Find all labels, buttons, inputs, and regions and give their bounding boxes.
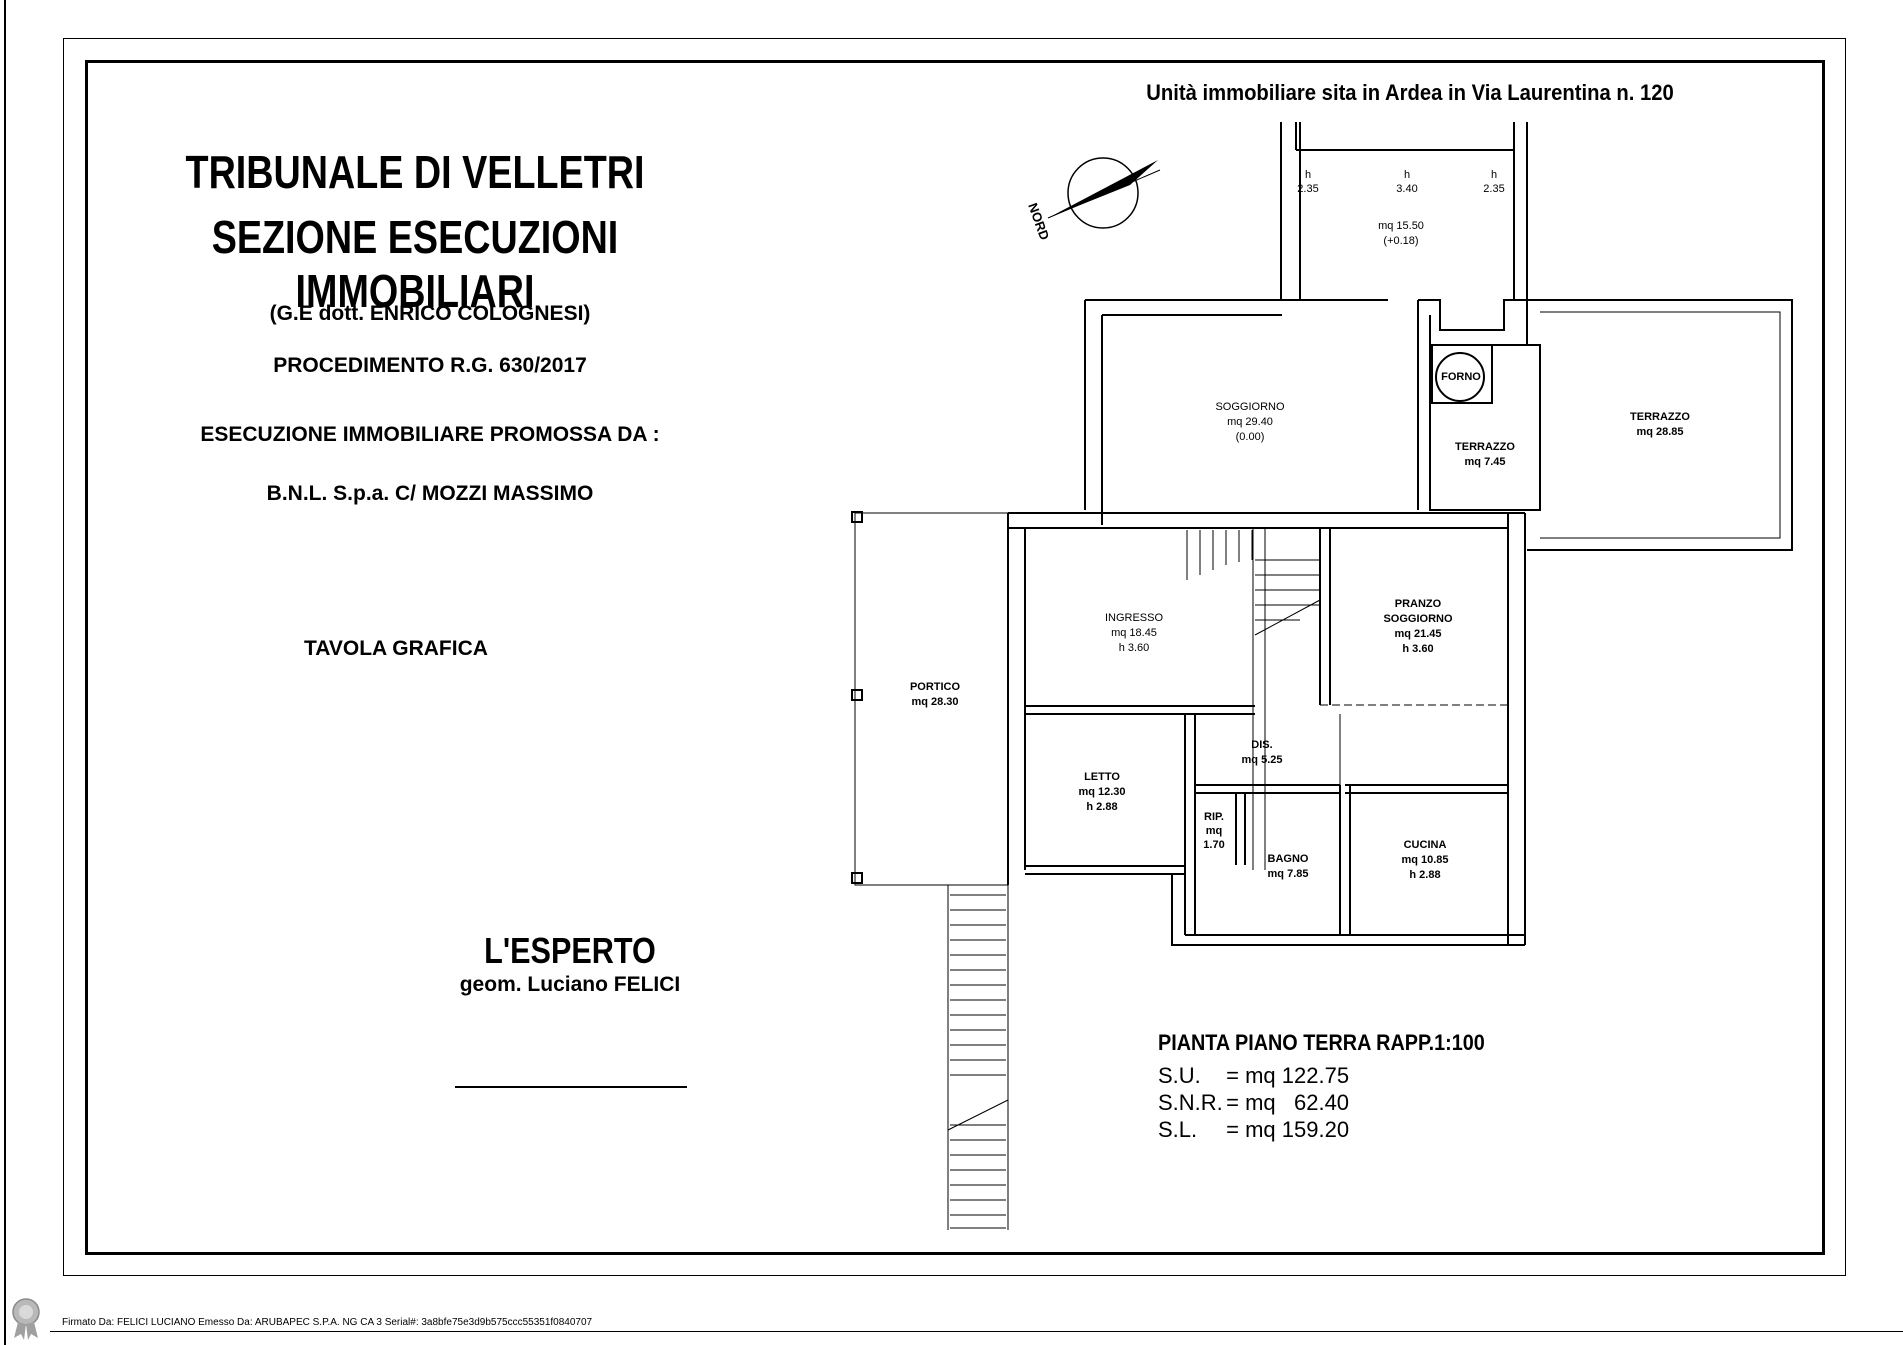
summary-snr: S.N.R. = mq 62.40 (1158, 1090, 1349, 1116)
plan-wall (1007, 513, 1026, 885)
terrazzo-large-area: mq 28.85 (1636, 426, 1683, 438)
letto-height: h 2.88 (1086, 801, 1117, 813)
summary-value: = mq 159.20 (1226, 1117, 1350, 1142)
plan-wall (1025, 865, 1185, 875)
summary-sl: S.L. = mq 159.20 (1158, 1117, 1349, 1143)
dis-area: mq 5.25 (1242, 754, 1283, 766)
pranzo-name-2: SOGGIORNO (1383, 613, 1453, 625)
plan-wall (1008, 512, 1525, 529)
court-title: TRIBUNALE DI VELLETRI (185, 146, 645, 198)
summary-label: S.U. (1158, 1063, 1201, 1088)
outer-frame (63, 38, 1846, 1276)
interior-stairs (1186, 530, 1321, 636)
rip-name: RIP. (1204, 811, 1224, 823)
cucina-height: h 2.88 (1409, 869, 1440, 881)
cucina-area: mq 10.85 (1401, 854, 1448, 866)
ingresso-name: INGRESSO (1105, 612, 1164, 624)
plan-wall (1345, 784, 1508, 794)
plan-wall (1280, 122, 1388, 301)
top-room-note: (+0.18) (1383, 235, 1418, 247)
summary-value: = mq 122.75 (1226, 1063, 1350, 1088)
column (851, 872, 863, 884)
portico-name: PORTICO (910, 681, 961, 693)
top-room-height-3: 2.35 (1483, 183, 1504, 195)
soggiorno-area: mq 29.40 (1227, 416, 1273, 428)
bagno-name: BAGNO (1268, 853, 1309, 865)
pranzo-name: PRANZO (1395, 598, 1442, 610)
plan-wall (1252, 528, 1266, 870)
procedure-line: PROCEDIMENTO R.G. 630/2017 (273, 354, 587, 377)
plan-wall (1184, 714, 1196, 935)
dis-name: DIS. (1251, 739, 1272, 751)
top-room-height-2: 3.40 (1396, 183, 1417, 195)
large-terrace (1527, 299, 1793, 551)
footer-line (50, 1331, 1903, 1332)
judge-line: (G.E dott. ENRICO COLOGNESI) (269, 302, 591, 325)
plan-wall (1025, 705, 1255, 715)
parties-line: B.N.L. S.p.a. C/ MOZZI MASSIMO (266, 482, 594, 505)
plan-wall (1195, 784, 1340, 794)
portico-area: mq 28.30 (911, 696, 958, 708)
ingresso-height: h 3.60 (1119, 642, 1150, 654)
property-address: Unità immobiliare sita in Ardea in Via L… (1146, 80, 1674, 105)
rip-area-1: mq (1206, 825, 1223, 837)
plan-wall (1417, 300, 1431, 510)
top-room-height-1: 2.35 (1297, 183, 1318, 195)
top-room-h2: h (1404, 169, 1410, 181)
summary-su: S.U. = mq 122.75 (1158, 1063, 1349, 1089)
soggiorno-note: (0.00) (1236, 431, 1265, 443)
cucina-name: CUCINA (1404, 839, 1447, 851)
soggiorno-name: SOGGIORNO (1215, 401, 1285, 413)
plan-wall (1319, 528, 1331, 705)
section-title: SEZIONE ESECUZIONI IMMOBILIARI (211, 211, 619, 317)
plan-wall (1507, 513, 1526, 945)
plan-wall (1418, 299, 1528, 346)
plan-wall (1171, 874, 1195, 946)
pranzo-height: h 3.60 (1402, 643, 1433, 655)
letto-name: LETTO (1084, 771, 1120, 783)
digital-signature: Firmato Da: FELICI LUCIANO Emesso Da: AR… (62, 1317, 593, 1328)
top-room-h1: h (1305, 169, 1311, 181)
terrazzo-large-name: TERRAZZO (1630, 411, 1690, 423)
plan-wall (1339, 785, 1351, 935)
plan-wall (1185, 934, 1525, 946)
summary-value: = mq 62.40 (1226, 1090, 1350, 1115)
column (851, 511, 863, 523)
pranzo-area: mq 21.45 (1394, 628, 1441, 640)
oven (1435, 352, 1485, 402)
exterior-stairs (947, 885, 1009, 1230)
summary-label: S.L. (1158, 1117, 1198, 1142)
letto-area: mq 12.30 (1078, 786, 1125, 798)
plan-wall (1235, 793, 1246, 865)
plan-wall (1295, 122, 1515, 150)
plan-wall (1084, 299, 1300, 525)
signature-line (455, 1086, 687, 1088)
ingresso-area: mq 18.45 (1111, 627, 1157, 639)
rip-area-2: 1.70 (1203, 839, 1224, 851)
execution-line: ESECUZIONE IMMOBILIARE PROMOSSA DA : (200, 423, 660, 446)
seal-icon (12, 1298, 40, 1340)
terrazzo-small-area: mq 7.45 (1465, 456, 1506, 468)
north-arrow: NORD (1025, 157, 1161, 242)
small-terrace (1429, 344, 1541, 511)
left-edge-line (4, 0, 6, 1345)
top-room-area: mq 15.50 (1378, 220, 1424, 232)
board-label: TAVOLA GRAFICA (304, 637, 488, 660)
top-room-h3: h (1491, 169, 1497, 181)
north-label: NORD (1025, 201, 1052, 242)
summary-label: S.N.R. (1158, 1090, 1223, 1115)
plan-title: PIANTA PIANO TERRA RAPP.1:100 (1158, 1030, 1485, 1055)
terrazzo-small-name: TERRAZZO (1455, 441, 1515, 453)
inner-frame (85, 60, 1825, 1255)
expert-title: L'ESPERTO (484, 930, 656, 971)
column (851, 689, 863, 701)
expert-name: geom. Luciano FELICI (459, 973, 681, 996)
large-terrace-inner (1540, 311, 1781, 539)
forno-name: FORNO (1441, 371, 1481, 383)
bagno-area: mq 7.85 (1268, 868, 1309, 880)
